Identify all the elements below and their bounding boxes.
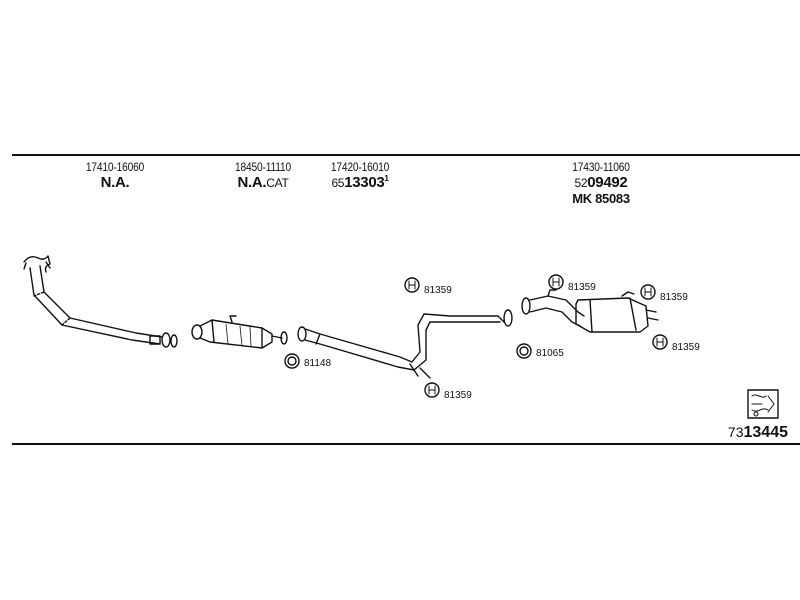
callout-label: 81148 — [304, 358, 332, 369]
top-rule — [12, 154, 800, 156]
callout-label: 81065 — [536, 348, 564, 359]
part-number: 17420-16010 — [330, 160, 390, 174]
part-code: 09492 — [587, 174, 628, 191]
part-mk-code: MK 85083 — [572, 191, 630, 206]
hardware-kit-icon — [747, 389, 779, 419]
gasket-81148-drawing — [284, 353, 300, 369]
callout-label: 81359 — [568, 282, 596, 293]
callout-label: 81359 — [424, 285, 452, 296]
callout-label: 81359 — [444, 390, 472, 401]
front-pipe-drawing — [23, 255, 178, 348]
part-label-suffix: CAT — [266, 176, 289, 190]
clamp-icon — [548, 274, 564, 290]
part-muffler: 17430-11060 5209492 MK 85083 — [556, 160, 646, 206]
part-number: 17430-11060 — [572, 160, 630, 174]
bottom-rule — [12, 443, 800, 445]
clamp-icon — [640, 284, 656, 300]
part-center-pipe: 17420-16010 65133031 — [310, 160, 410, 191]
part-catalytic-converter: 18450-11110 N.A.CAT — [218, 160, 308, 191]
part-prefix: 65 — [331, 176, 345, 190]
clamp-icon — [652, 334, 668, 350]
center-pipe-drawing — [297, 309, 513, 379]
part-code: 13303 — [344, 174, 385, 191]
part-superscript: 1 — [384, 174, 389, 183]
diagram-reference: 7313445 — [728, 424, 788, 442]
clamp-glyphs — [408, 277, 664, 395]
part-prefix: 52 — [574, 176, 588, 190]
callout-label: 81359 — [660, 292, 688, 303]
part-label: N.A. — [100, 174, 130, 191]
reference-number: 13445 — [743, 424, 789, 441]
callout-label: 81359 — [672, 342, 700, 353]
catalytic-converter-drawing — [191, 315, 288, 349]
gasket-81065-drawing — [516, 343, 532, 359]
muffler-drawing — [521, 289, 659, 333]
clamp-icon — [424, 382, 440, 398]
part-number: 18450-11110 — [235, 160, 291, 174]
clamp-icon — [404, 277, 420, 293]
reference-prefix: 73 — [727, 424, 744, 440]
part-front-pipe: 17410-16060 N.A. — [70, 160, 160, 191]
clamp-callouts — [404, 274, 668, 398]
part-number: 17410-16060 — [85, 160, 145, 174]
part-label: N.A. — [237, 174, 267, 191]
